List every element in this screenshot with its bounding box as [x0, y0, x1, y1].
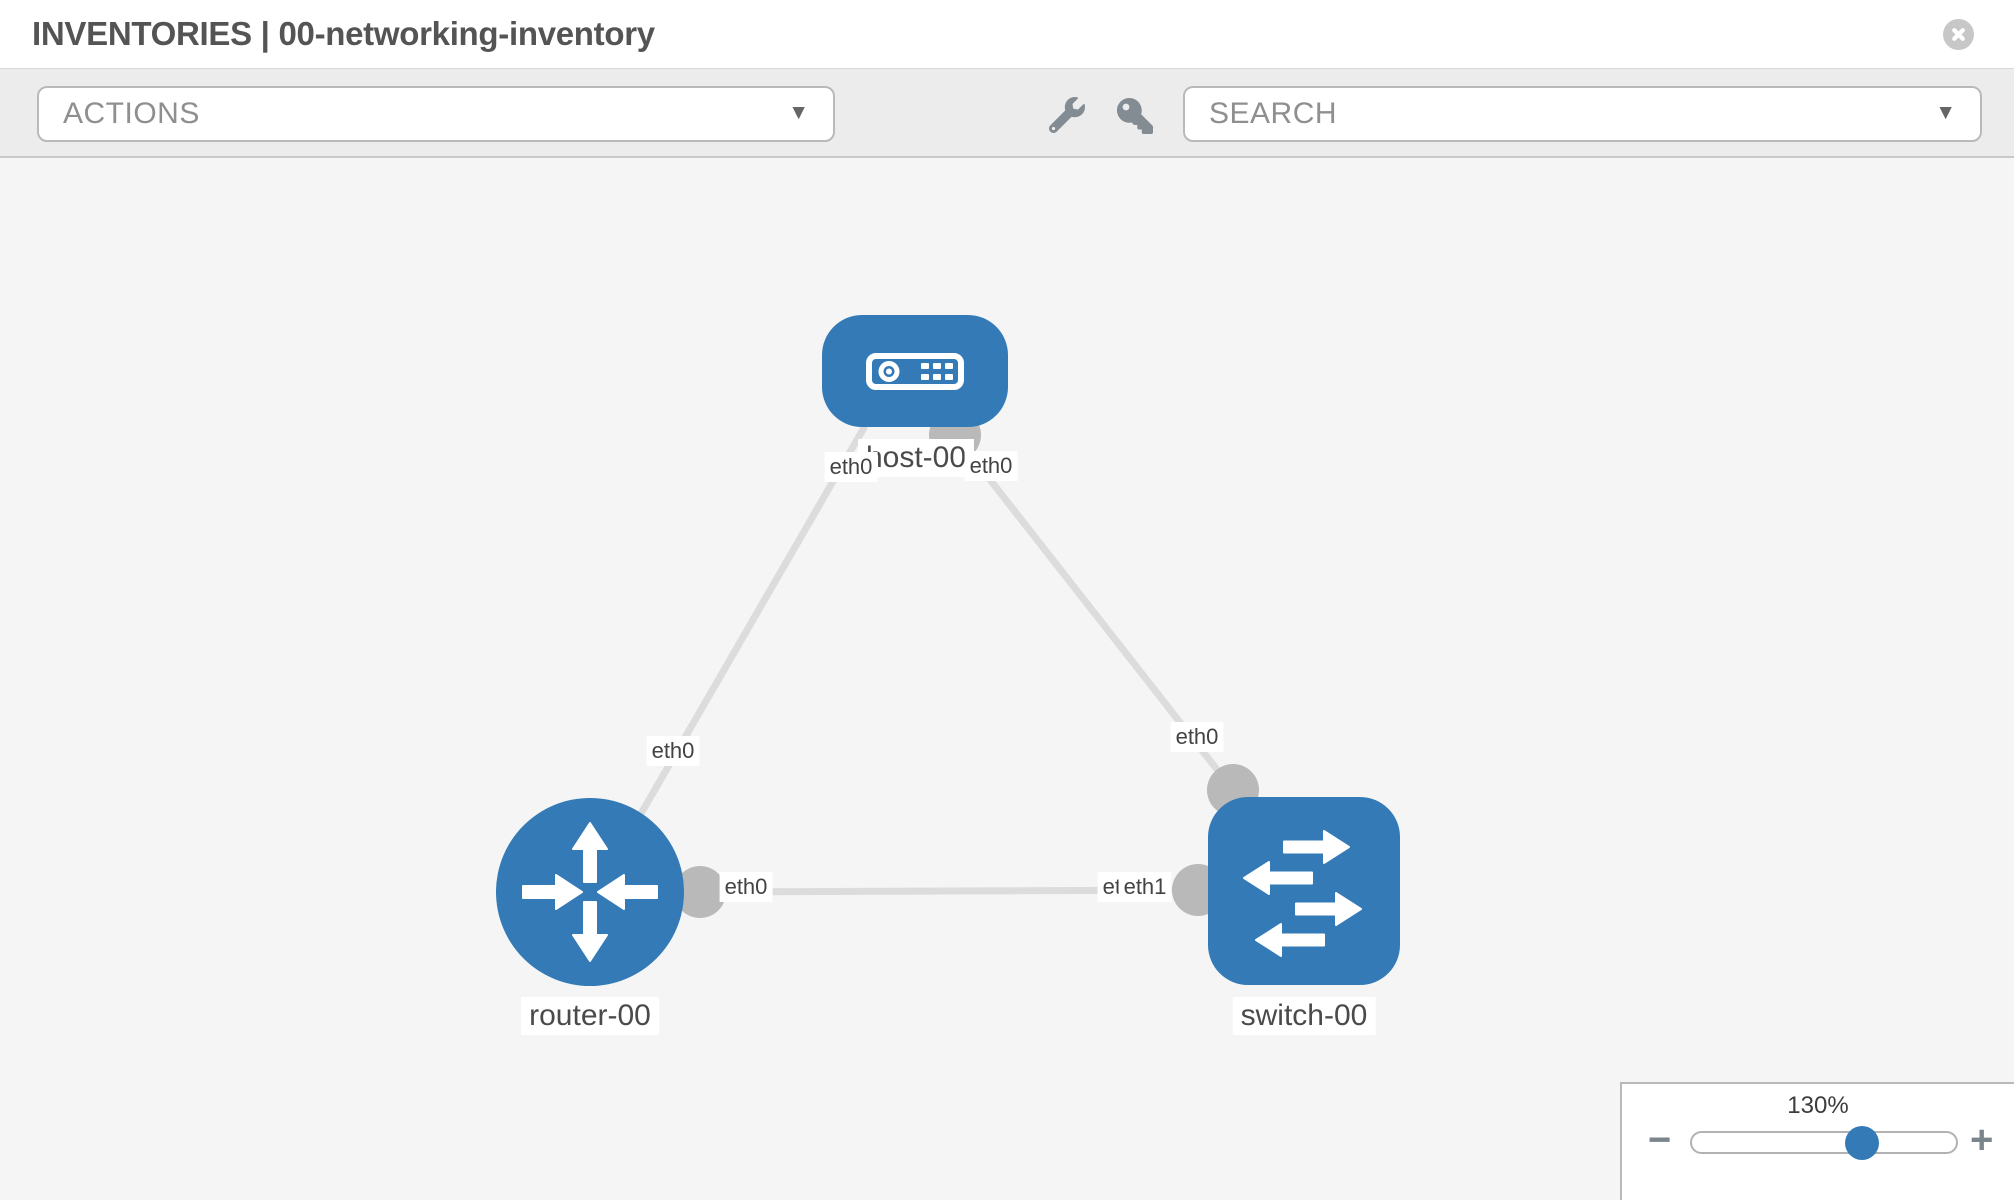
- zoom-slider-thumb[interactable]: [1845, 1126, 1879, 1160]
- node-switch-00[interactable]: [1208, 797, 1400, 985]
- host-icon: [866, 353, 964, 390]
- zoom-level: 130%: [1787, 1092, 1849, 1119]
- interface-label-router-eth0-to-switch: eth0: [719, 872, 773, 902]
- chevron-down-icon: ▼: [788, 101, 809, 125]
- header-bar: INVENTORIES | 00-networking-inventory: [0, 0, 2014, 69]
- connector-router-to-switch-endpoint[interactable]: [674, 866, 726, 918]
- zoom-slider-track[interactable]: [1690, 1131, 1958, 1154]
- router-icon: [522, 822, 658, 962]
- topology-canvas[interactable]: host-00 router-00 switch-00 eth0 eth0 et…: [0, 158, 2014, 1200]
- search-dropdown-label: SEARCH: [1209, 97, 1338, 130]
- actions-dropdown-label: ACTIONS: [63, 97, 200, 130]
- actions-dropdown[interactable]: ACTIONS ▼: [37, 86, 835, 142]
- interface-label-switch-eth1: eth1: [1118, 872, 1172, 902]
- interface-label-host-eth0-to-router: eth0: [824, 452, 878, 482]
- wrench-icon: [1048, 96, 1085, 133]
- interface-label-host-eth0-to-switch: eth0: [964, 451, 1018, 481]
- zoom-out-button[interactable]: −: [1648, 1118, 1672, 1162]
- interface-label-router-eth0-to-host: eth0: [646, 736, 700, 766]
- zoom-in-button[interactable]: +: [1970, 1118, 1994, 1162]
- close-icon: [1952, 28, 1965, 41]
- interface-label-switch-eth0-to-host: eth0: [1170, 722, 1224, 752]
- node-label-switch[interactable]: switch-00: [1232, 997, 1376, 1035]
- node-router-00[interactable]: [496, 798, 684, 986]
- zoom-panel: 130% − +: [1620, 1082, 2014, 1200]
- close-button[interactable]: [1943, 19, 1974, 50]
- configure-button[interactable]: [1047, 96, 1087, 136]
- toolbar: ACTIONS ▼ SEARCH ▼: [0, 69, 2014, 158]
- node-label-router[interactable]: router-00: [521, 997, 659, 1035]
- node-host-00[interactable]: [822, 315, 1008, 427]
- switch-icon: [1243, 830, 1362, 957]
- search-dropdown[interactable]: SEARCH ▼: [1183, 86, 1982, 142]
- page-title: INVENTORIES | 00-networking-inventory: [32, 15, 655, 52]
- chevron-down-icon: ▼: [1935, 101, 1956, 125]
- key-icon: [1117, 97, 1153, 134]
- key-button[interactable]: [1115, 97, 1155, 137]
